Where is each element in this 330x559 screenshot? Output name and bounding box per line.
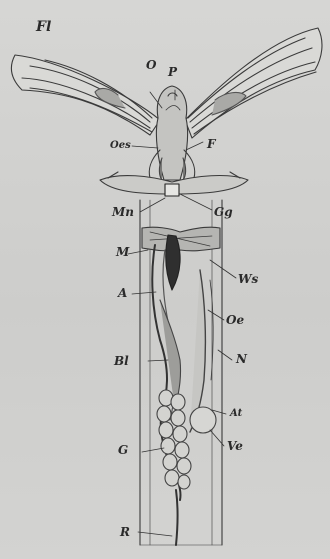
label-g: G [118,444,128,456]
label-bl: Bl [114,355,129,367]
label-at: At [230,409,242,419]
label-gg: Gg [214,206,233,218]
left-fin [11,55,160,135]
central-organ [166,235,180,290]
label-oes: Oes [110,141,131,151]
right-fin [185,28,322,138]
label-p: P [168,66,177,78]
label-a: A [118,287,127,299]
label-f: F [207,138,216,150]
label-fl: Fl [36,20,51,34]
rectum [176,490,178,545]
label-mn: Mn [112,206,134,218]
label-m: M [116,246,129,258]
label-ve: Ve [227,440,243,452]
label-oe: Oe [226,314,244,326]
label-n: N [236,353,247,365]
label-ws: Ws [238,273,258,285]
label-r: R [120,526,130,538]
label-o: O [146,59,156,71]
